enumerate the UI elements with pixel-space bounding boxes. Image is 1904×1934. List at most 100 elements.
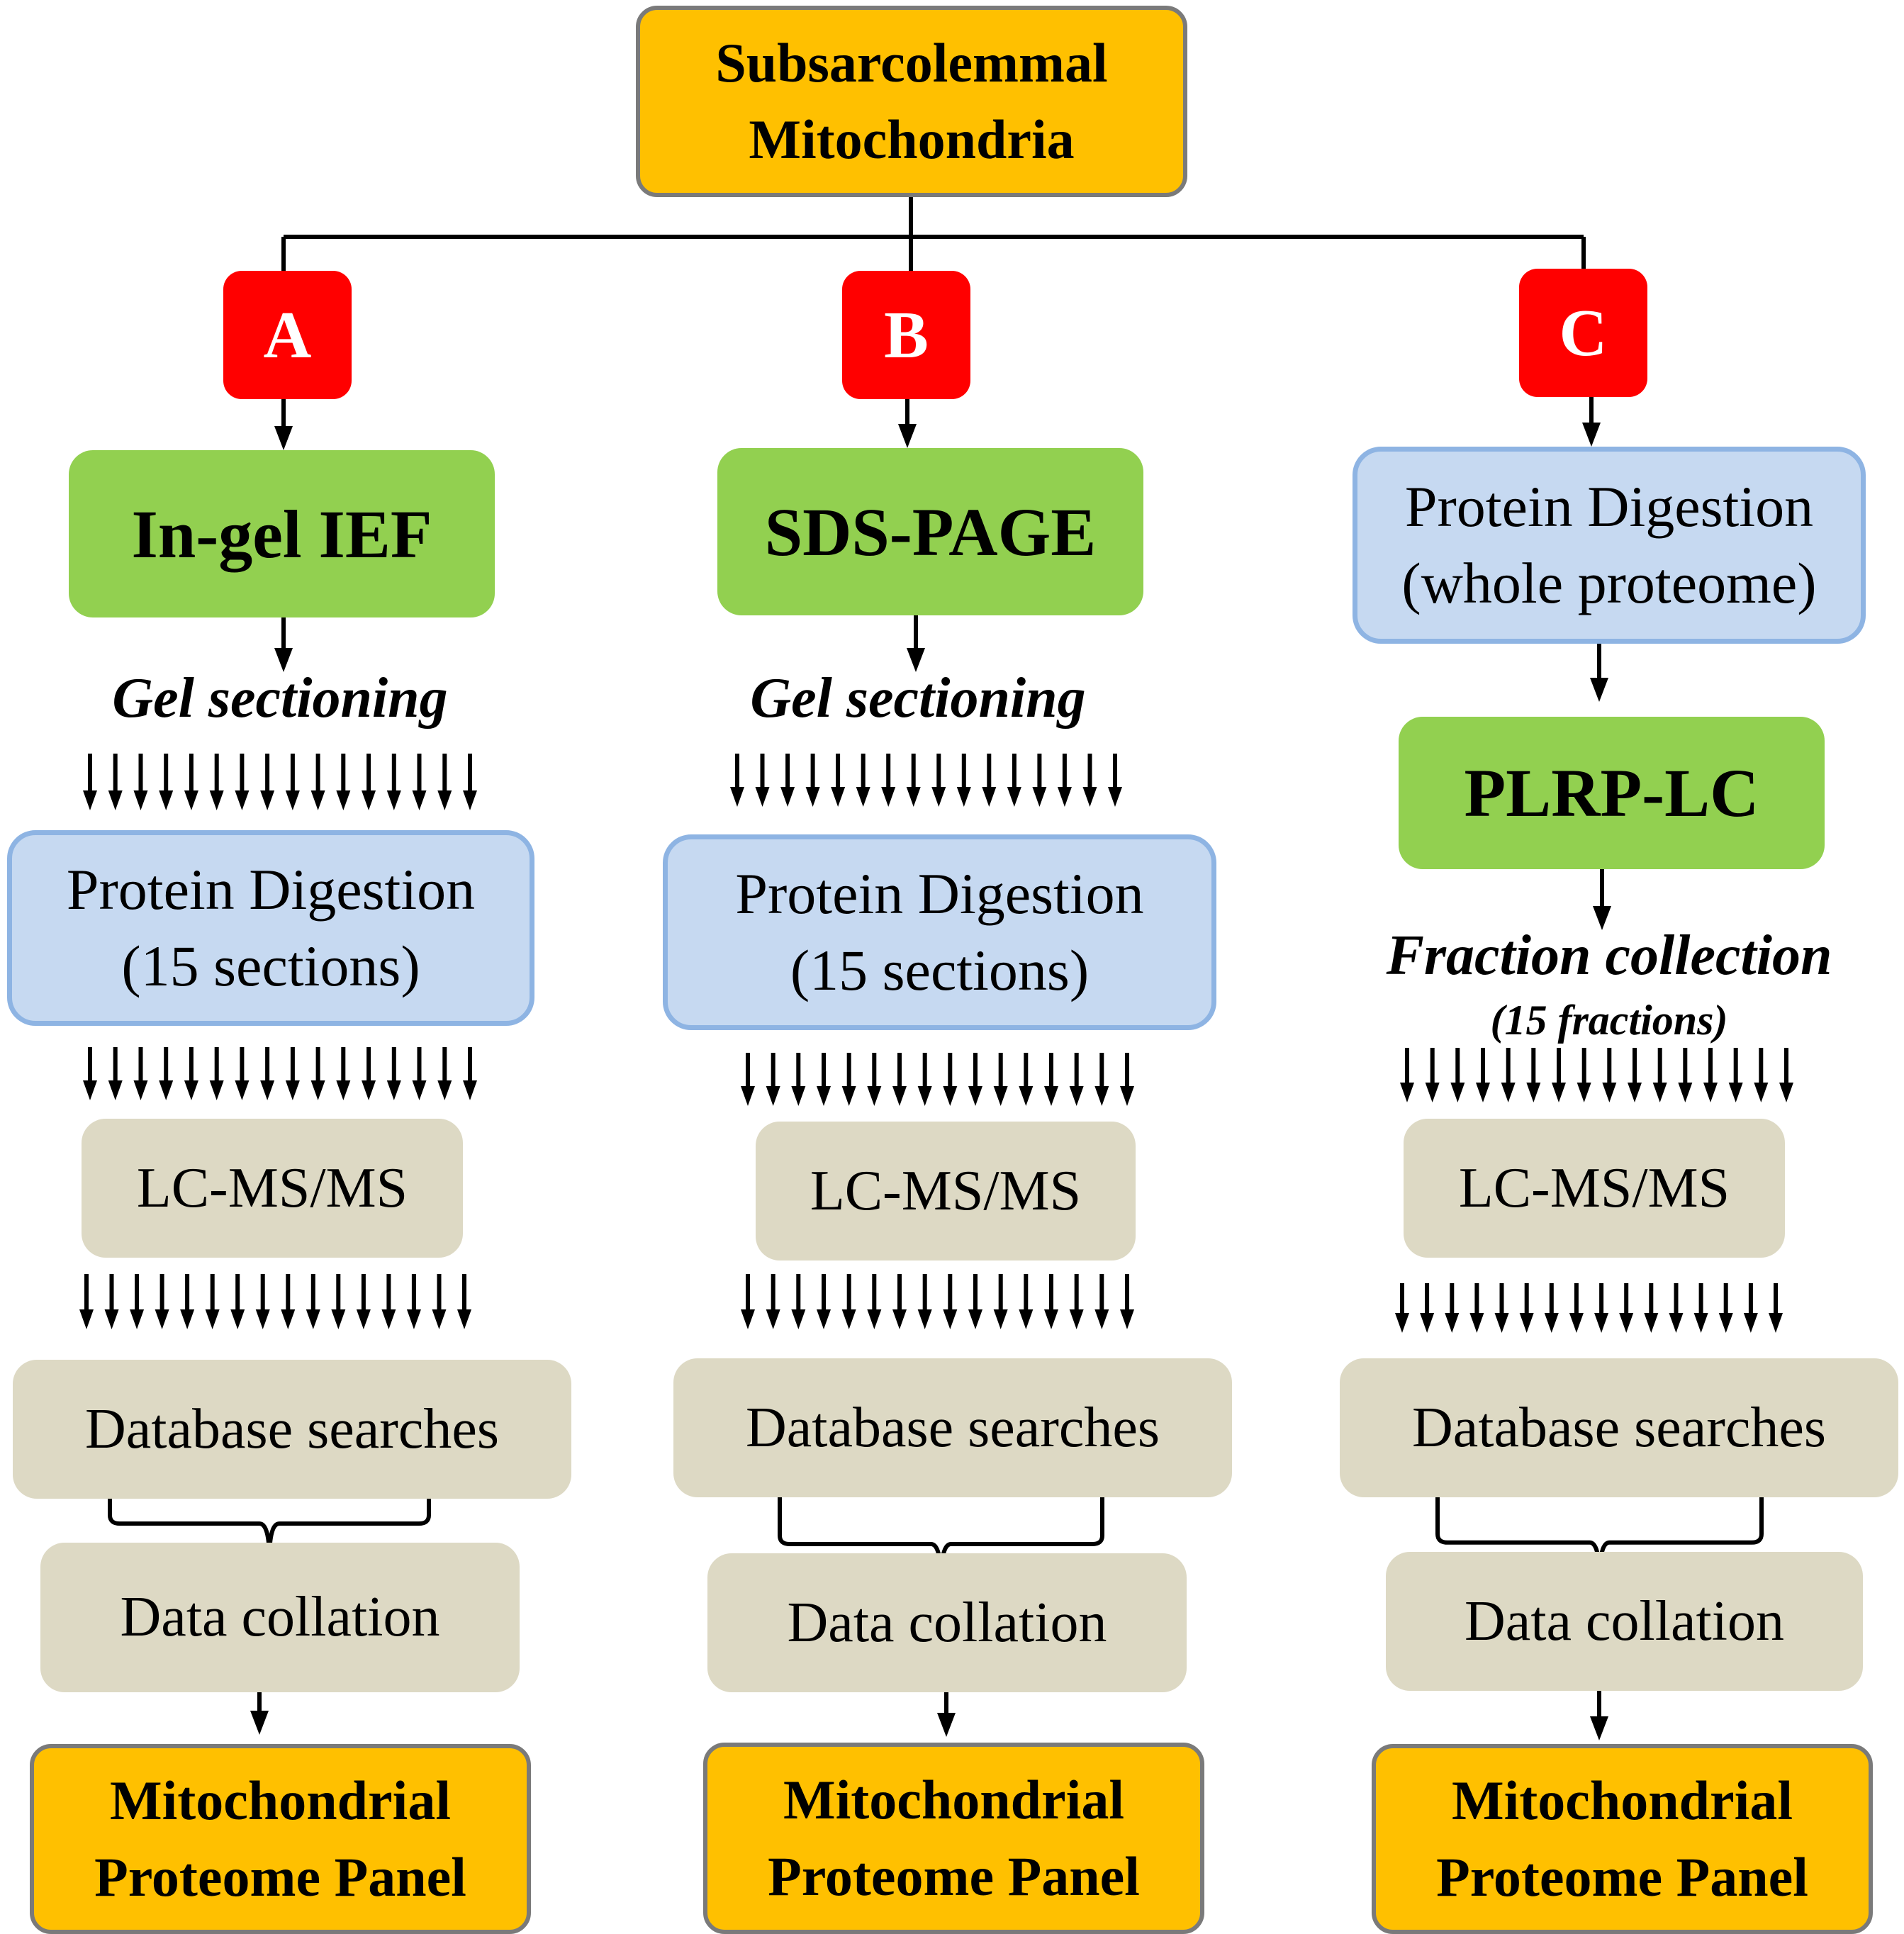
result-c: Mitochondrial Proteome Panel bbox=[1372, 1744, 1873, 1934]
bank-b-3-arrowhead-7 bbox=[917, 1309, 932, 1329]
bank-a-2-arrowhead-10 bbox=[336, 1080, 351, 1100]
bank-a-1-arrowhead-13 bbox=[412, 790, 427, 810]
bank-b-1-arrowhead-5 bbox=[856, 787, 870, 807]
arrow-b-collation-head bbox=[937, 1713, 956, 1737]
bank-c-1-arrowhead-10 bbox=[1652, 1083, 1667, 1102]
bank-b-3-arrowhead-4 bbox=[841, 1309, 856, 1329]
bank-a-3-arrowhead-9 bbox=[306, 1309, 320, 1329]
bank-a-3-arrowhead-2 bbox=[130, 1309, 145, 1329]
bank-b-1-arrowhead-4 bbox=[831, 787, 846, 807]
arrow-c-method-head bbox=[1593, 906, 1611, 930]
bank-c-1-arrowhead-4 bbox=[1501, 1083, 1516, 1102]
fraction-count-c: (15 fractions) bbox=[1490, 997, 1728, 1044]
bank-b-2-arrowhead-0 bbox=[741, 1086, 755, 1106]
result-a: Mitochondrial Proteome Panel bbox=[30, 1744, 531, 1934]
bank-c-2-arrowhead-6 bbox=[1544, 1313, 1559, 1333]
lcms-b: LC-MS/MS bbox=[756, 1122, 1136, 1261]
result-b: Mitochondrial Proteome Panel bbox=[703, 1743, 1204, 1934]
bank-b-2-arrowhead-13 bbox=[1069, 1086, 1084, 1106]
bank-a-1-arrowhead-2 bbox=[133, 790, 148, 810]
bank-a-2-arrowhead-7 bbox=[260, 1080, 275, 1100]
bank-a-1-arrowhead-9 bbox=[310, 790, 325, 810]
bank-b-2-arrowhead-12 bbox=[1044, 1086, 1058, 1106]
bank-b-3-arrowhead-9 bbox=[968, 1309, 982, 1329]
bank-c-2-arrowhead-1 bbox=[1420, 1313, 1435, 1333]
bank-a-1-arrowhead-3 bbox=[159, 790, 174, 810]
bank-b-1-arrowhead-7 bbox=[906, 787, 921, 807]
bank-b-1-arrowhead-12 bbox=[1032, 787, 1047, 807]
bank-b-1-arrowhead-1 bbox=[755, 787, 770, 807]
bank-c-2-arrowhead-0 bbox=[1395, 1313, 1409, 1333]
bank-b-3-arrowhead-14 bbox=[1094, 1309, 1109, 1329]
bank-b-1-arrowhead-11 bbox=[1007, 787, 1021, 807]
bank-b-2-arrowhead-3 bbox=[817, 1086, 831, 1106]
method-c: PLRP-LC bbox=[1399, 717, 1825, 869]
bank-b-2-arrowhead-10 bbox=[993, 1086, 1008, 1106]
bank-b-3-arrowhead-10 bbox=[993, 1309, 1008, 1329]
arrow-c-collation-head bbox=[1590, 1716, 1608, 1740]
bank-b-3-arrowhead-1 bbox=[766, 1309, 780, 1329]
bank-a-1-arrowhead-12 bbox=[386, 790, 401, 810]
bank-c-1-arrowhead-7 bbox=[1577, 1083, 1591, 1102]
bank-c-1-arrowhead-11 bbox=[1678, 1083, 1693, 1102]
bank-b-1-arrowhead-6 bbox=[881, 787, 896, 807]
bank-a-3-arrowhead-10 bbox=[331, 1309, 346, 1329]
arrow-a-method-head bbox=[274, 648, 293, 672]
result-c-line2: Proteome Panel bbox=[1436, 1846, 1808, 1908]
bank-a-1-arrowhead-4 bbox=[184, 790, 198, 810]
bank-c-1-arrowhead-5 bbox=[1526, 1083, 1541, 1102]
bank-a-2-arrowhead-5 bbox=[209, 1080, 224, 1100]
bank-b-3-arrowhead-3 bbox=[817, 1309, 831, 1329]
digestion-b-line2: (15 sections) bbox=[790, 938, 1090, 1002]
arrow-a-collation-head bbox=[250, 1711, 269, 1735]
bank-c-1-arrowhead-12 bbox=[1703, 1083, 1718, 1102]
bank-b-2-arrowhead-5 bbox=[867, 1086, 882, 1106]
bank-a-1-arrowhead-15 bbox=[463, 790, 477, 810]
bank-b-2-arrowhead-11 bbox=[1019, 1086, 1034, 1106]
bank-b-2-arrowhead-8 bbox=[943, 1086, 958, 1106]
bank-a-3-arrowhead-12 bbox=[381, 1309, 396, 1329]
arrow-c-digestion-head bbox=[1590, 678, 1608, 702]
bank-a-3-arrowhead-3 bbox=[155, 1309, 169, 1329]
bank-a-3-arrowhead-8 bbox=[281, 1309, 296, 1329]
result-b-line1: Mitochondrial bbox=[783, 1769, 1124, 1830]
bank-c-1-arrowhead-2 bbox=[1450, 1083, 1465, 1102]
root-node: Subsarcolemmal Mitochondria bbox=[636, 6, 1187, 197]
bank-b-3-arrowhead-2 bbox=[791, 1309, 806, 1329]
bank-c-2-arrowhead-5 bbox=[1519, 1313, 1534, 1333]
bank-b-1-arrowhead-10 bbox=[982, 787, 997, 807]
bank-b-3-arrowhead-5 bbox=[867, 1309, 882, 1329]
bank-c-1-arrowhead-1 bbox=[1425, 1083, 1440, 1102]
bank-c-2-arrowhead-13 bbox=[1718, 1313, 1733, 1333]
search-a: Database searches bbox=[13, 1360, 571, 1499]
bank-a-3-arrowhead-5 bbox=[205, 1309, 220, 1329]
arrow-a-badge-head bbox=[274, 426, 293, 450]
bank-c-2-arrowhead-7 bbox=[1569, 1313, 1584, 1333]
digestion-c-line1: Protein Digestion bbox=[1404, 474, 1814, 539]
fraction-label-c: Fraction collection bbox=[1386, 924, 1832, 987]
bank-b-2-arrowhead-7 bbox=[917, 1086, 932, 1106]
badge-a: A bbox=[223, 271, 352, 399]
bank-b-3-arrowhead-8 bbox=[943, 1309, 958, 1329]
bank-b-2-arrowhead-14 bbox=[1094, 1086, 1109, 1106]
bank-a-1-arrowhead-14 bbox=[437, 790, 452, 810]
bank-c-2-arrowhead-9 bbox=[1619, 1313, 1634, 1333]
bank-a-2-arrowhead-6 bbox=[235, 1080, 250, 1100]
root-line1: Subsarcolemmal bbox=[715, 32, 1108, 94]
bank-c-2-arrowhead-12 bbox=[1693, 1313, 1708, 1333]
bank-c-2-arrowhead-10 bbox=[1644, 1313, 1659, 1333]
bank-a-2-arrowhead-15 bbox=[463, 1080, 477, 1100]
bank-a-2-arrowhead-13 bbox=[412, 1080, 427, 1100]
search-c: Database searches bbox=[1340, 1358, 1898, 1497]
bank-a-1-arrowhead-10 bbox=[336, 790, 351, 810]
bank-b-2-arrowhead-15 bbox=[1120, 1086, 1134, 1106]
result-a-line1: Mitochondrial bbox=[110, 1770, 451, 1831]
bank-b-3-arrowhead-12 bbox=[1044, 1309, 1058, 1329]
bank-b-1-arrowhead-15 bbox=[1108, 787, 1122, 807]
bank-a-1-arrowhead-8 bbox=[285, 790, 300, 810]
bank-a-2-arrowhead-14 bbox=[437, 1080, 452, 1100]
bank-b-2-arrowhead-9 bbox=[968, 1086, 982, 1106]
bank-a-1-arrowhead-0 bbox=[83, 790, 97, 810]
